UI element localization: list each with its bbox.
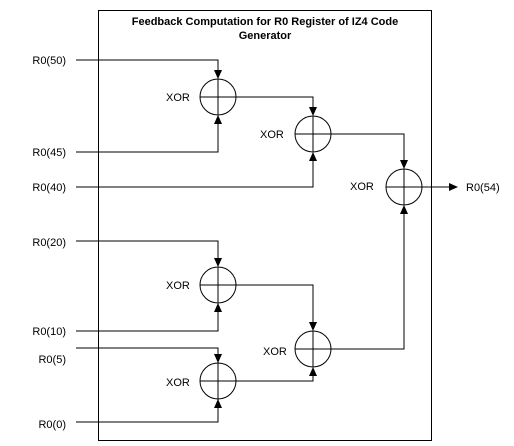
xor-label-1: XOR — [166, 92, 190, 104]
xor-gate-5 — [294, 330, 332, 368]
input-label-r0-50: R0(50) — [32, 55, 66, 67]
xor-label-3: XOR — [350, 181, 374, 193]
arrow-xor2-to-xor3 — [400, 160, 408, 169]
arrow-xor5-to-xor3 — [400, 205, 408, 214]
wire-r0-10 — [76, 310, 219, 332]
xor-gate-6 — [199, 362, 237, 400]
arrow-output — [449, 183, 458, 191]
input-label-r0-20: R0(20) — [32, 237, 66, 249]
arrow-r0-5 — [214, 354, 222, 363]
wire-xor2-to-xor3 — [331, 133, 405, 162]
xor-label-5: XOR — [263, 346, 287, 358]
wire-r0-20 — [76, 240, 219, 260]
arrow-r0-10 — [214, 303, 222, 312]
diagram-title-line-1: Feedback Computation for R0 Register of … — [132, 16, 398, 28]
input-label-r0-45: R0(45) — [32, 147, 66, 159]
input-label-r0-5: R0(5) — [38, 354, 66, 366]
diagram-frame — [98, 10, 432, 441]
arrow-r0-50 — [214, 70, 222, 79]
wire-r0-5 — [76, 347, 219, 368]
xor-gate-4 — [199, 266, 237, 304]
arrow-r0-0 — [214, 399, 222, 408]
arrow-r0-40 — [309, 152, 317, 161]
arrow-xor4-to-xor5 — [309, 322, 317, 331]
arrow-xor1-to-xor2 — [309, 107, 317, 116]
xor-label-2: XOR — [260, 129, 284, 141]
wire-xor6-to-xor5 — [236, 369, 314, 382]
wire-r0-50 — [76, 59, 219, 72]
input-label-r0-40: R0(40) — [32, 182, 66, 194]
input-label-r0-10: R0(10) — [32, 326, 66, 338]
xor-gate-1 — [199, 78, 237, 116]
input-label-r0-0: R0(0) — [38, 419, 66, 431]
wire-r0-40 — [76, 159, 314, 188]
wire-r0-45 — [76, 122, 219, 153]
wire-xor5-to-xor3 — [331, 211, 405, 350]
wire-xor1-to-xor2 — [236, 96, 314, 109]
wire-r0-0 — [76, 399, 219, 423]
xor-gate-2 — [294, 115, 332, 153]
arrow-r0-20 — [214, 258, 222, 267]
output-label-r0-54: R0(54) — [466, 182, 500, 194]
diagram-title-line-2: Generator — [239, 30, 292, 42]
xor-gate-3 — [385, 168, 423, 206]
xor-label-4: XOR — [166, 280, 190, 292]
xor-label-6: XOR — [166, 377, 190, 389]
arrow-xor6-to-xor5 — [309, 367, 317, 376]
arrow-r0-45 — [214, 115, 222, 124]
wire-xor4-to-xor5 — [236, 284, 314, 326]
